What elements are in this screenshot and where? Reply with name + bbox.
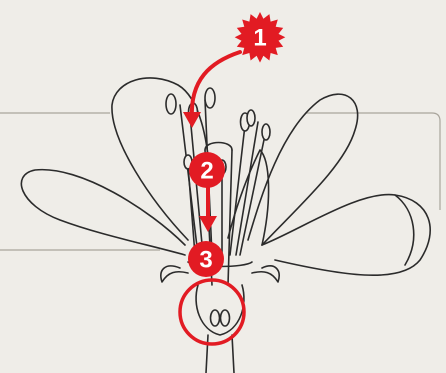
- arrow-1-to-anther: [192, 52, 240, 118]
- petal-right: [262, 195, 430, 276]
- flower-line-art: [21, 78, 430, 373]
- marker-2-label: 2: [200, 158, 213, 185]
- marker-2: 2: [189, 152, 225, 188]
- stem-left: [206, 335, 208, 373]
- petal-left: [21, 170, 185, 255]
- marker-1-label: 1: [253, 25, 266, 52]
- ovule-left: [211, 310, 220, 326]
- petal-inner: [228, 150, 269, 245]
- stigma: [205, 143, 232, 151]
- sepal-right: [252, 266, 279, 282]
- marker-3: 3: [188, 241, 224, 277]
- frame-top-right-line: [306, 113, 440, 210]
- petal-back-right: [248, 94, 358, 245]
- style-right: [228, 150, 232, 285]
- marker-3-label: 3: [199, 247, 212, 274]
- stem-right: [232, 335, 234, 373]
- marker-1: 1: [235, 12, 286, 63]
- sepal-left: [161, 266, 188, 282]
- ovule-right: [221, 310, 230, 326]
